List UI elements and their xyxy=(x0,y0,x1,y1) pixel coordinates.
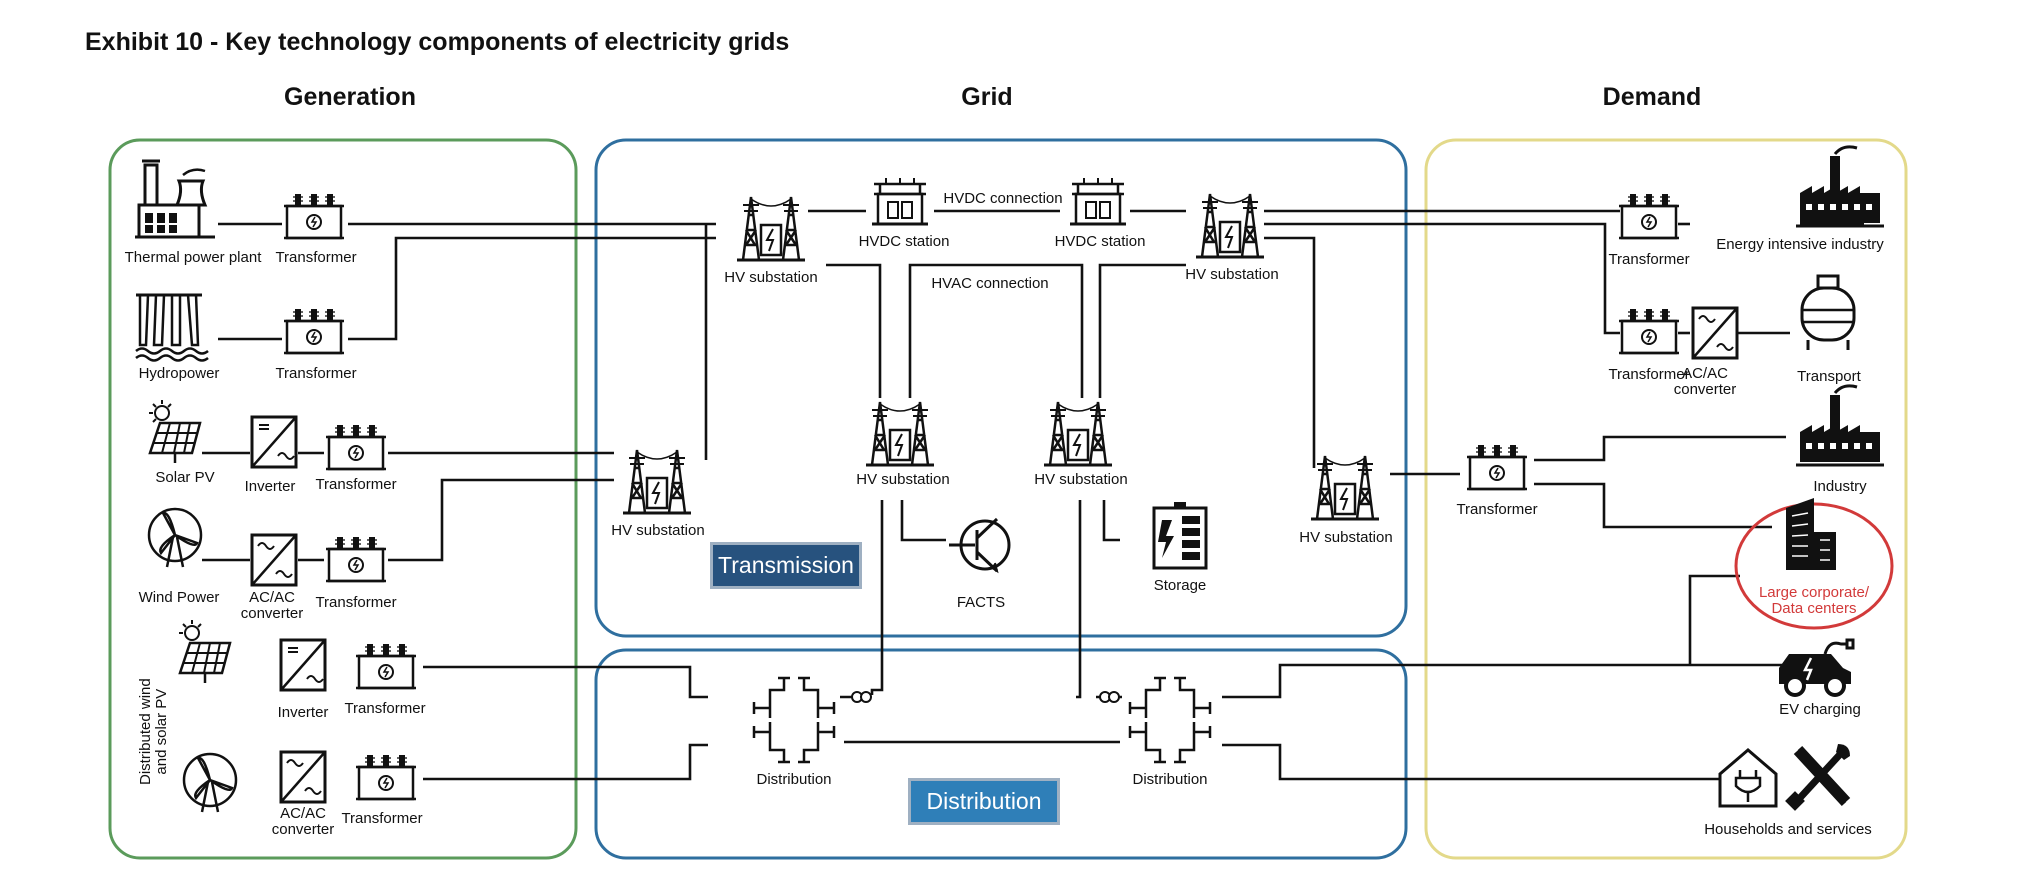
transformer-icon xyxy=(354,753,418,801)
inverter-label: Inverter xyxy=(244,478,296,495)
hvdc-station-icon xyxy=(870,176,930,226)
thermal-plant-label: Thermal power plant xyxy=(124,249,262,266)
section-grid-heading: Grid xyxy=(961,83,1013,111)
transformer-label: Transformer xyxy=(341,810,423,827)
substation-tower-icon xyxy=(1042,400,1114,467)
distribution-node-icon xyxy=(1128,676,1212,764)
ac-ac-converter-label: AC/AC converter xyxy=(240,589,304,622)
inverter-icon xyxy=(279,638,327,692)
house-plug-icon xyxy=(1718,748,1778,808)
battery-storage-icon xyxy=(1152,502,1208,570)
wind-turbine-icon xyxy=(182,752,238,813)
demand-box xyxy=(1424,138,1908,860)
ev-car-icon xyxy=(1779,638,1855,697)
hvdc-station-label: HVDC station xyxy=(858,233,950,250)
hydropower-icon xyxy=(135,293,209,362)
hv-substation-label: HV substation xyxy=(1185,266,1279,283)
transformer-label: Transformer xyxy=(275,249,357,266)
households-label: Households and services xyxy=(1704,821,1872,838)
solar-pv-label: Solar PV xyxy=(155,469,215,486)
substation-tower-icon xyxy=(621,448,693,515)
hvdc-station-icon xyxy=(1068,176,1128,226)
distributed-label: Distributed wind and solar PV xyxy=(137,678,170,785)
substation-tower-icon xyxy=(735,195,807,262)
transformer-label: Transformer xyxy=(275,365,357,382)
transport-label: Transport xyxy=(1797,368,1861,385)
transformer-icon xyxy=(324,423,388,471)
distribution-label: Distribution xyxy=(756,771,832,788)
factory-icon xyxy=(1794,384,1886,467)
distribution-tag: Distribution xyxy=(908,778,1060,825)
transmission-tag: Transmission xyxy=(710,542,862,589)
energy-intensive-industry-label: Energy intensive industry xyxy=(1716,236,1884,253)
transformer-icon xyxy=(1617,307,1681,355)
hv-substation-label: HV substation xyxy=(1299,529,1393,546)
solar-panel-icon xyxy=(178,620,232,683)
wind-power-label: Wind Power xyxy=(138,589,220,606)
transmission-box xyxy=(594,138,1408,638)
transformer-label: Transformer xyxy=(1608,366,1690,383)
wind-turbine-icon xyxy=(147,507,203,568)
hvdc-station-label: HVDC station xyxy=(1054,233,1146,250)
distribution-box xyxy=(594,648,1408,860)
exhibit-title: Exhibit 10 - Key technology components o… xyxy=(85,28,790,56)
distribution-label: Distribution xyxy=(1132,771,1208,788)
hv-substation-label: HV substation xyxy=(1034,471,1128,488)
connection-lines xyxy=(202,209,1864,781)
hv-substation-label: HV substation xyxy=(724,269,818,286)
transformer-icon xyxy=(1465,443,1529,491)
inverter-icon xyxy=(250,415,298,469)
hv-substation-label: HV substation xyxy=(856,471,950,488)
large-corporate-label: Large corporate/ Data centers xyxy=(1758,584,1870,617)
hvdc-connection-label: HVDC connection xyxy=(943,190,1063,207)
hydropower-label: Hydropower xyxy=(138,365,220,382)
transformer-icon xyxy=(354,642,418,690)
substation-tower-icon xyxy=(1309,454,1381,521)
factory-icon xyxy=(1794,145,1886,228)
transformer-icon xyxy=(1617,192,1681,240)
facts-transistor-icon xyxy=(949,517,1011,574)
industry-label: Industry xyxy=(1813,478,1867,495)
tools-icon xyxy=(1785,744,1851,811)
transformer-label: Transformer xyxy=(315,476,397,493)
substation-tower-icon xyxy=(864,400,936,467)
distribution-node-icon xyxy=(752,676,836,764)
inverter-label: Inverter xyxy=(277,704,329,721)
transformer-label: Transformer xyxy=(344,700,426,717)
transformer-icon xyxy=(282,192,346,240)
ac-ac-converter-icon xyxy=(250,533,298,587)
thermal-plant-icon xyxy=(135,159,215,239)
hvac-connection-label: HVAC connection xyxy=(931,275,1049,292)
substation-tower-icon xyxy=(1194,192,1266,259)
generation-box xyxy=(108,138,578,860)
ac-ac-converter-label: AC/AC converter xyxy=(1673,365,1737,398)
office-building-icon xyxy=(1786,498,1836,570)
ac-ac-converter-icon xyxy=(1691,306,1739,360)
section-demand-heading: Demand xyxy=(1602,83,1702,111)
ac-ac-converter-icon xyxy=(279,750,327,804)
storage-label: Storage xyxy=(1153,577,1207,594)
facts-label: FACTS xyxy=(956,594,1006,611)
coupling-coils xyxy=(851,691,1120,703)
transformer-label: Transformer xyxy=(1456,501,1538,518)
hv-substation-label: HV substation xyxy=(611,522,705,539)
transformer-icon xyxy=(282,307,346,355)
transformer-icon xyxy=(324,535,388,583)
transformer-label: Transformer xyxy=(1608,251,1690,268)
gas-tank-icon xyxy=(1800,274,1856,350)
ac-ac-converter-label: AC/AC converter xyxy=(271,805,335,838)
ev-charging-label: EV charging xyxy=(1779,701,1861,718)
solar-panel-icon xyxy=(148,400,202,463)
section-generation-heading: Generation xyxy=(284,83,416,111)
transformer-label: Transformer xyxy=(315,594,397,611)
